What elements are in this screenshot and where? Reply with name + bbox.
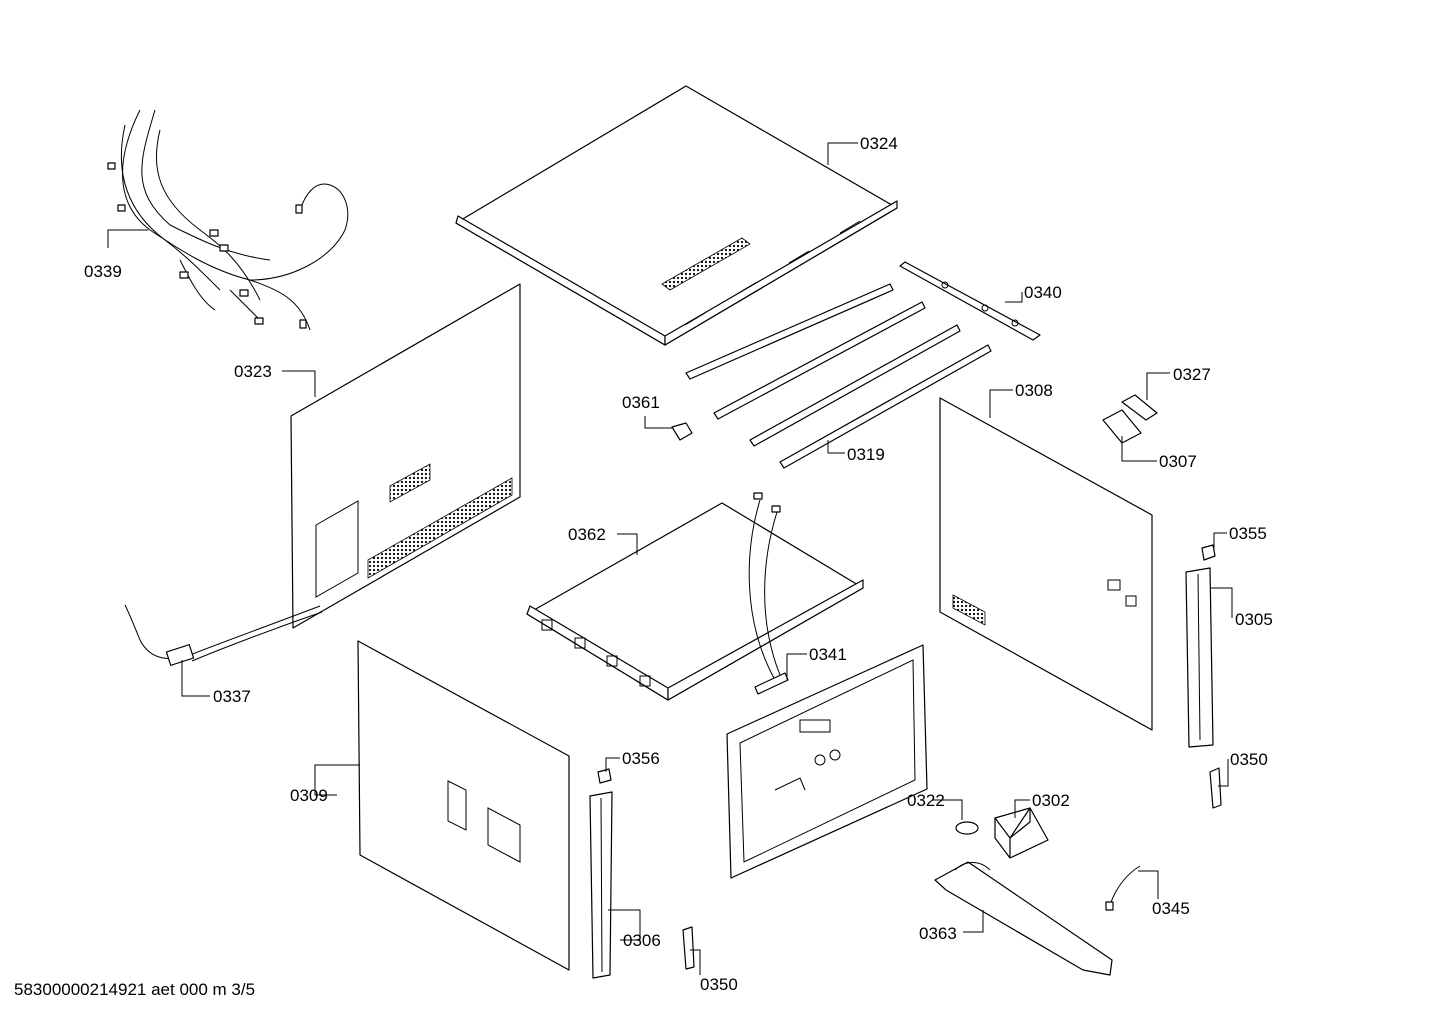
thermostat-part <box>955 821 979 835</box>
top-cover-part <box>455 85 898 346</box>
wiring-harness-part <box>107 109 349 331</box>
power-cable-part <box>124 604 323 666</box>
element-bracket-part <box>899 261 1041 341</box>
clip-part-0350-bottom <box>682 926 695 970</box>
callout-0319: 0319 <box>847 445 885 464</box>
base-bracket-part <box>934 861 1113 976</box>
right-rail-part <box>1185 567 1214 748</box>
callout-0345: 0345 <box>1152 899 1190 918</box>
small-cable-part <box>1105 865 1141 911</box>
left-side-panel-part <box>357 640 570 971</box>
sensor-with-wire-part <box>748 492 789 695</box>
left-rail-part <box>589 791 613 979</box>
callout-0339: 0339 <box>84 262 122 281</box>
callout-0341: 0341 <box>809 645 847 664</box>
transformer-part <box>994 807 1049 859</box>
callout-0337: 0337 <box>213 687 251 706</box>
callout-0361: 0361 <box>622 393 660 412</box>
callout-0324: 0324 <box>860 134 898 153</box>
callout-0302: 0302 <box>1032 791 1070 810</box>
leader-lines <box>107 142 1233 975</box>
heating-rods-part <box>685 283 992 469</box>
callout-0362: 0362 <box>568 525 606 544</box>
callout-0363: 0363 <box>919 924 957 943</box>
document-reference-number: 58300000214921 aet 000 m 3/5 <box>14 980 256 999</box>
callout-0309: 0309 <box>290 786 328 805</box>
callout-0340: 0340 <box>1024 283 1062 302</box>
callout-labels: 0324 0339 0340 0323 0327 0361 0308 0319 … <box>84 134 1273 994</box>
callout-0307: 0307 <box>1159 452 1197 471</box>
callout-0350-right: 0350 <box>1230 750 1268 769</box>
callout-0305: 0305 <box>1235 610 1273 629</box>
callout-0355: 0355 <box>1229 524 1267 543</box>
sensor-part-0361 <box>671 422 693 441</box>
callout-0356: 0356 <box>622 749 660 768</box>
callout-0327: 0327 <box>1173 365 1211 384</box>
right-side-panel-part <box>939 397 1153 731</box>
callout-0306: 0306 <box>623 931 661 950</box>
rear-panel-part <box>290 283 521 629</box>
clip-part-0350-right <box>1209 767 1222 809</box>
callout-0308: 0308 <box>1015 381 1053 400</box>
callout-0323: 0323 <box>234 362 272 381</box>
callout-0350-bottom: 0350 <box>700 975 738 994</box>
clip-part-0355 <box>1201 544 1216 561</box>
cavity-base-part <box>526 502 864 701</box>
door-frame-part <box>726 644 928 879</box>
callout-0322: 0322 <box>907 791 945 810</box>
cover-part-0307 <box>1102 409 1142 444</box>
bracket-part-0327 <box>1121 394 1158 421</box>
clip-part-0356 <box>597 768 612 784</box>
